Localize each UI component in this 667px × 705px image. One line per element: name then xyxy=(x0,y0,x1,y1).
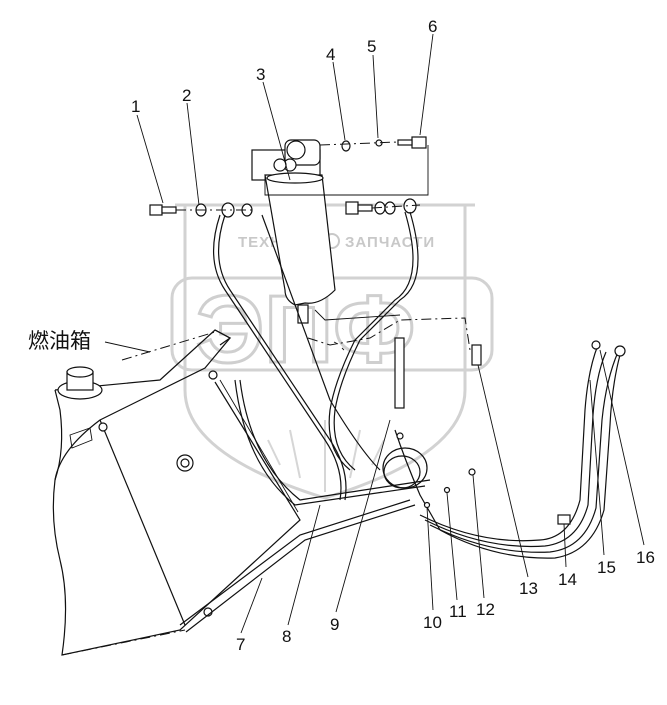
callout-6: 6 xyxy=(428,17,437,36)
fuel-tank-label: 燃油箱 xyxy=(28,330,91,353)
callout-7: 7 xyxy=(236,635,245,654)
fitting-9 xyxy=(394,337,405,409)
callout-16: 16 xyxy=(636,548,655,567)
callout-12: 12 xyxy=(476,600,495,619)
callout-5: 5 xyxy=(367,37,376,56)
watermark: ТЕХНИКА ЗАПЧАСТИ ЭПФ xyxy=(170,203,494,500)
fuel-tank xyxy=(52,329,301,656)
callout-8: 8 xyxy=(282,627,291,646)
callout-9: 9 xyxy=(330,615,339,634)
callout-1: 1 xyxy=(131,97,140,116)
callout-4: 4 xyxy=(326,45,335,64)
washer-4 xyxy=(341,140,351,152)
callout-13: 13 xyxy=(519,579,538,598)
watermark-text-right: ЗАПЧАСТИ xyxy=(345,234,435,251)
callout-2: 2 xyxy=(182,86,191,105)
wheat-emblem xyxy=(267,420,385,492)
callout-3: 3 xyxy=(256,65,265,84)
bolt-6 xyxy=(397,136,427,149)
callout-numbers: 1 2 3 4 5 6 7 8 9 10 11 12 13 14 15 16 xyxy=(131,17,655,654)
callout-15: 15 xyxy=(597,558,616,577)
fitting-13 xyxy=(471,344,482,366)
bolt-right xyxy=(345,201,373,215)
callout-10: 10 xyxy=(423,613,442,632)
callout-11: 11 xyxy=(449,602,467,621)
fuel-pipes xyxy=(212,211,626,559)
leader-lines xyxy=(136,33,645,634)
bolt-1 xyxy=(149,204,177,216)
callout-14: 14 xyxy=(558,570,577,589)
